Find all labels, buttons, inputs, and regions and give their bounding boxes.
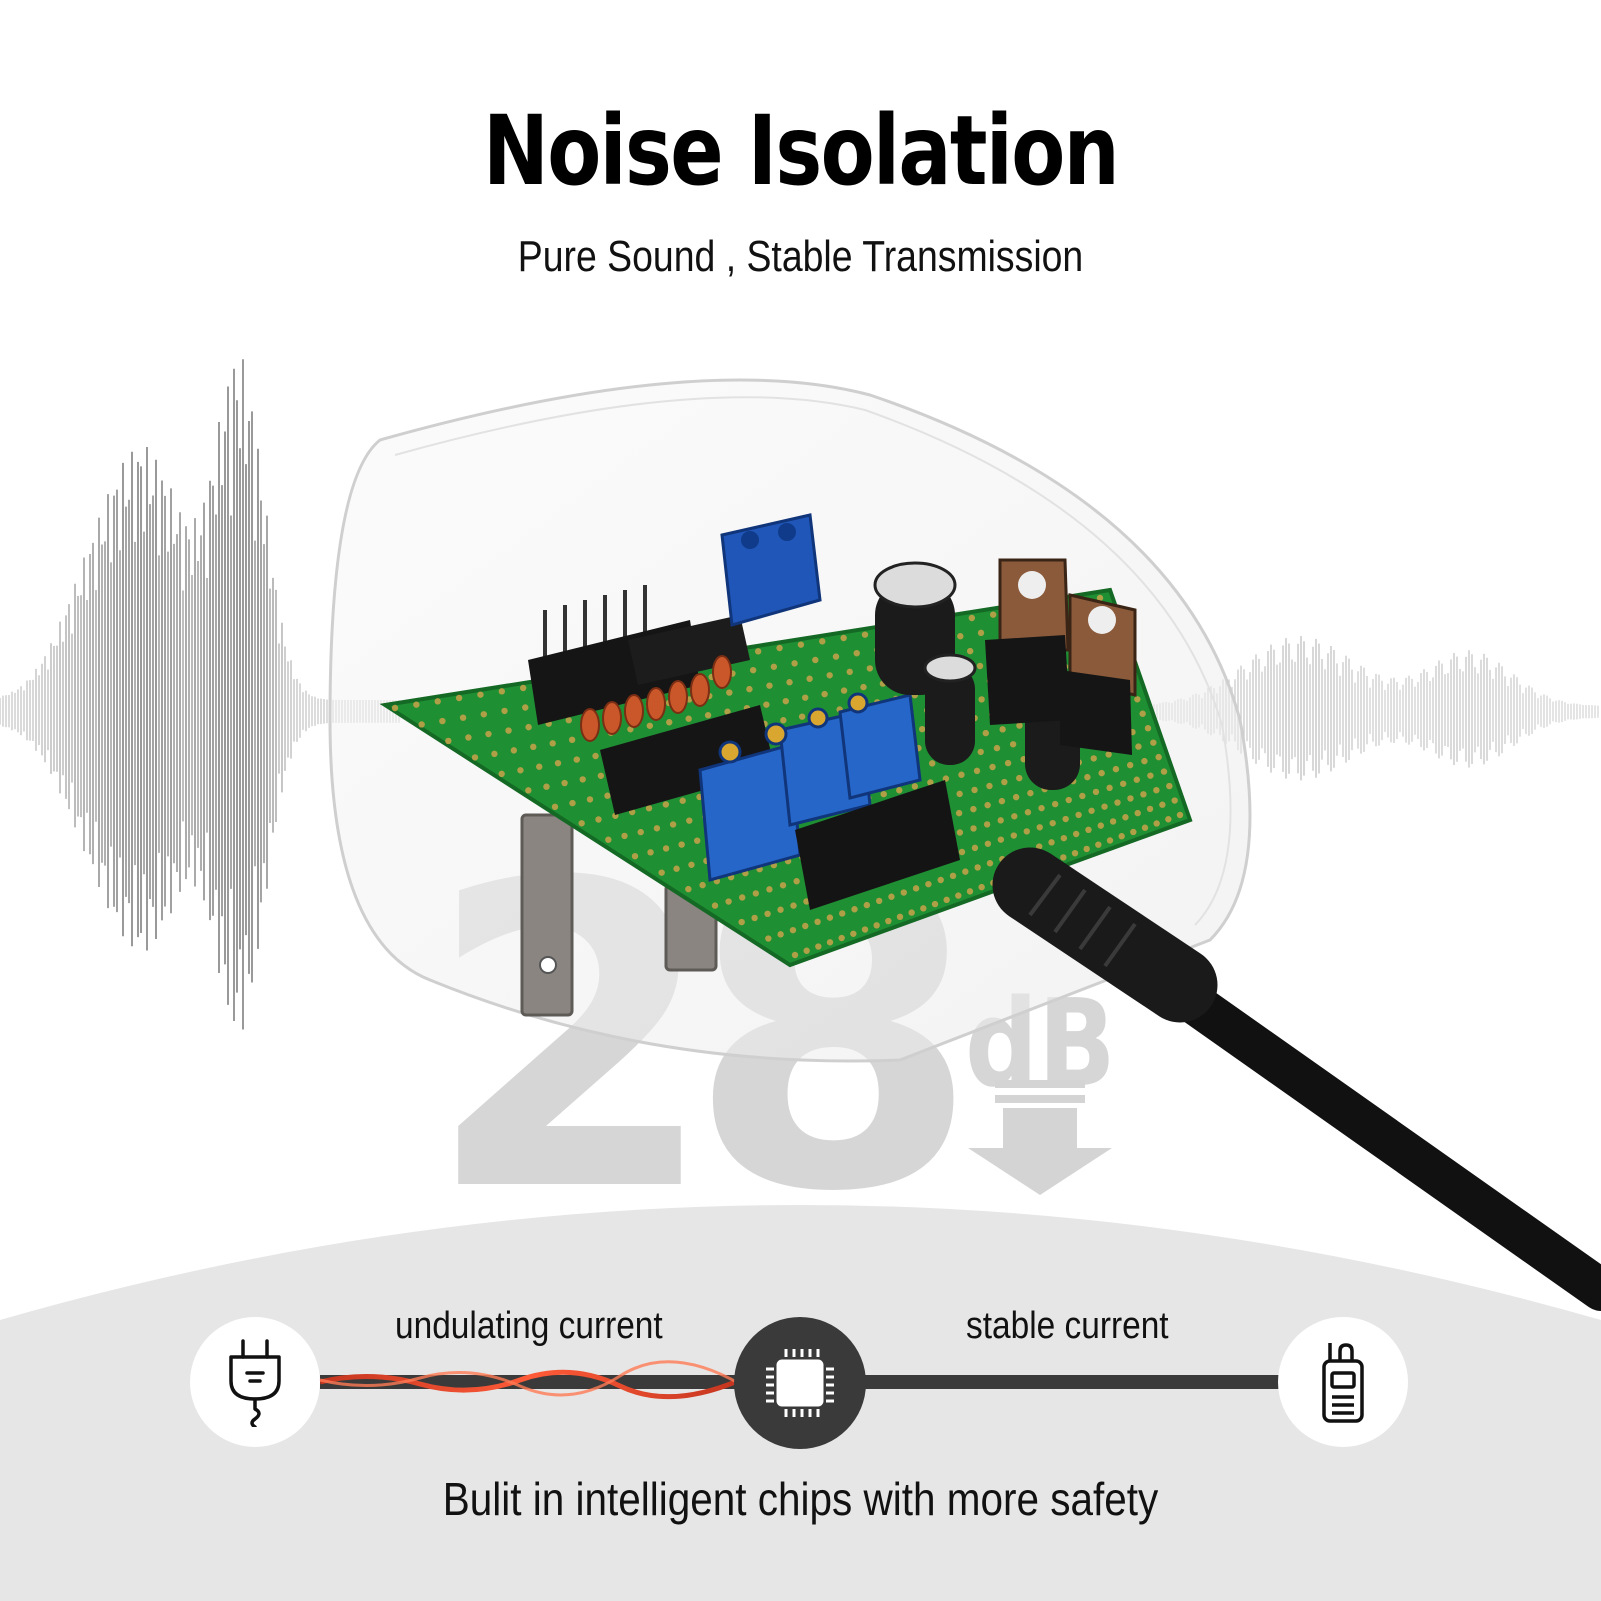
stable-current-label: stable current	[966, 1305, 1169, 1347]
chip-icon	[766, 1349, 834, 1417]
page-subtitle: Pure Sound , Stable Transmission	[517, 232, 1084, 281]
down-arrow-icon	[968, 1080, 1112, 1195]
plug-icon	[229, 1339, 281, 1427]
radio-node	[1278, 1317, 1408, 1447]
undulating-current-label: undulating current	[395, 1305, 663, 1347]
footer-tagline: Bulit in intelligent chips with more saf…	[442, 1473, 1159, 1525]
walkie-talkie-icon	[1322, 1343, 1364, 1423]
page-title: Noise Isolation	[482, 95, 1120, 207]
socket-header	[795, 780, 960, 910]
terminal-block	[720, 513, 822, 627]
chip-node	[734, 1317, 866, 1449]
voltage-regulators	[985, 558, 1137, 755]
plug-node	[190, 1317, 320, 1447]
capacitors	[873, 561, 1081, 790]
power-cable	[992, 847, 1601, 1311]
potentiometers	[698, 692, 922, 882]
undulating-current-line	[319, 1369, 741, 1400]
resistors	[580, 655, 732, 742]
ic-chips	[528, 615, 775, 815]
